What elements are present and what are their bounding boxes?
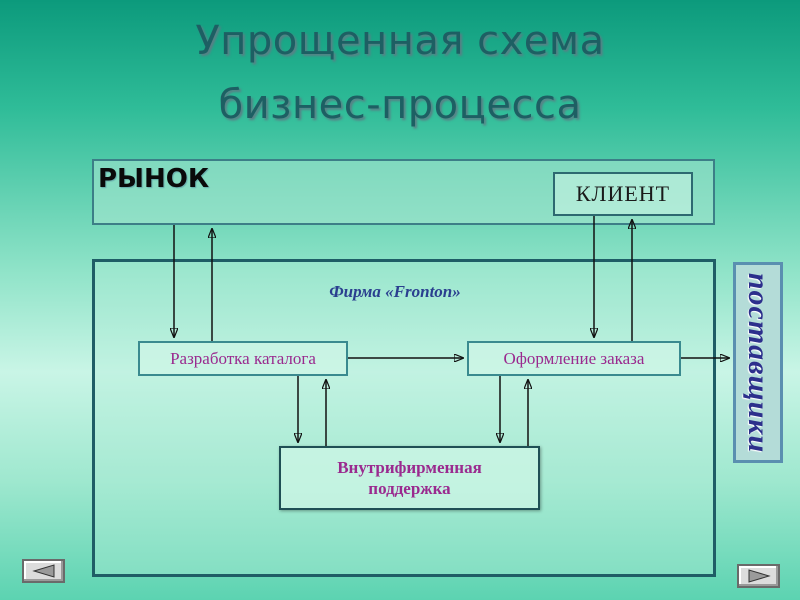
- client-box: КЛИЕНТ: [553, 172, 693, 216]
- internal-support-label-line-1: Внутрифирменная: [337, 457, 482, 477]
- market-label: РЫНОК: [98, 164, 210, 194]
- firm-title: Фирма «Frontоn»: [329, 282, 461, 301]
- triangle-right-icon: [748, 569, 771, 583]
- page-title-line-1: Упрощенная схема: [195, 18, 605, 64]
- suppliers-box: [733, 262, 783, 463]
- previous-slide-button[interactable]: [22, 559, 65, 583]
- internal-support-box: Внутрифирменная поддержка: [279, 446, 540, 510]
- firm-box: [92, 259, 716, 577]
- next-slide-button[interactable]: [737, 564, 780, 588]
- triangle-left-icon: [31, 564, 54, 578]
- internal-support-label-line-2: поддержка: [368, 479, 451, 498]
- catalog-development-box: Разработка каталога: [138, 341, 348, 376]
- page-title-line-2: бизнес-процесса: [218, 82, 582, 128]
- order-processing-box: Оформление заказа: [467, 341, 681, 376]
